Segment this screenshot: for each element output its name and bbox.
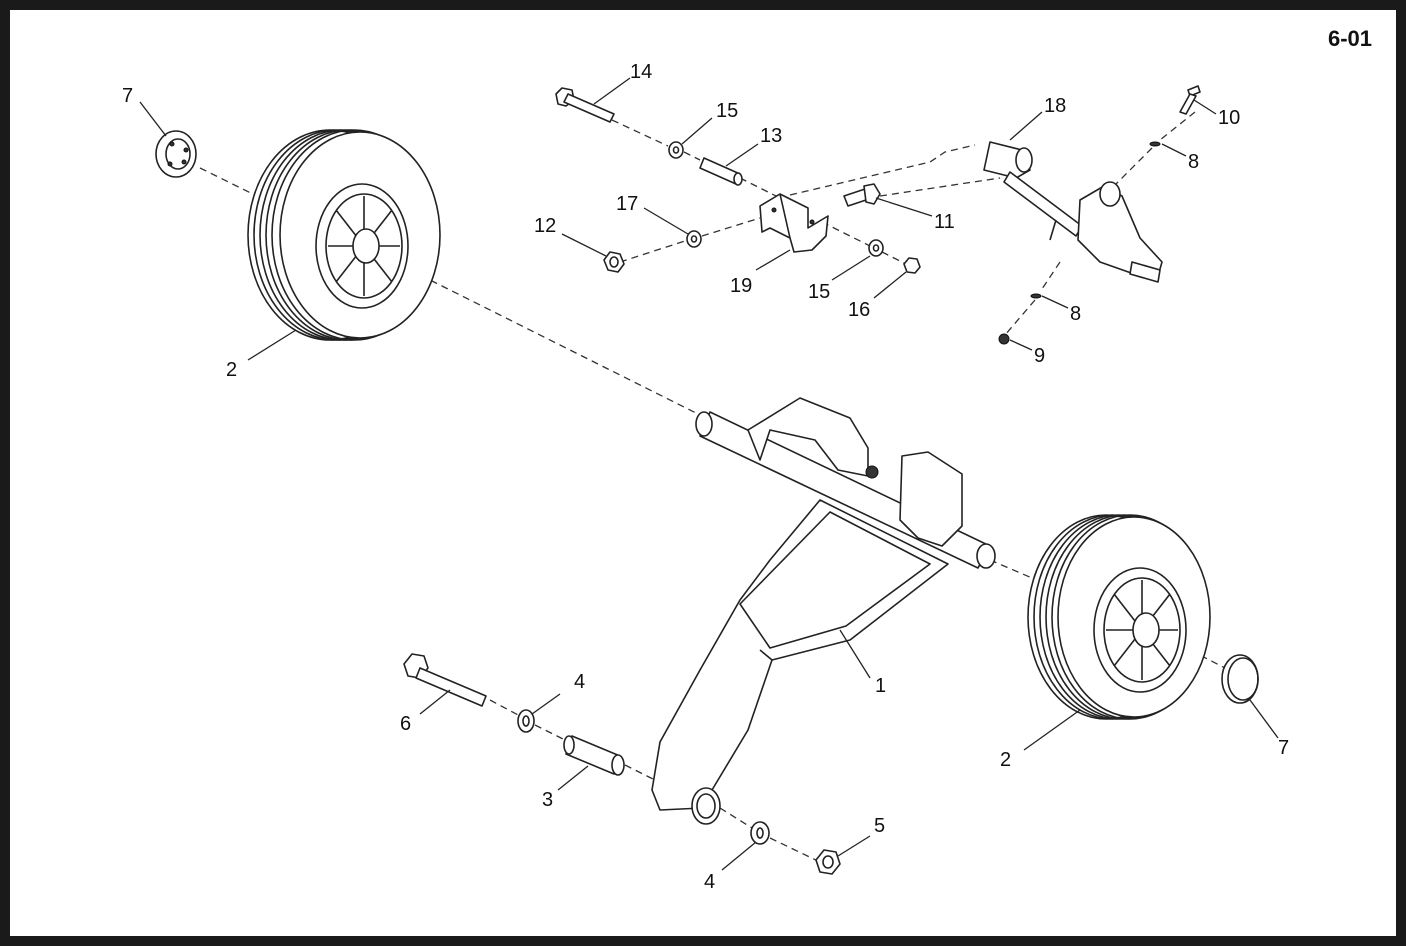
nut-16 xyxy=(903,257,921,274)
callout-2-right-wheel: 2 xyxy=(1000,749,1011,771)
callout-5-nut: 5 xyxy=(874,815,885,837)
wheel-upper-left xyxy=(247,129,441,341)
callout-13-bushing: 13 xyxy=(760,125,782,147)
callout-10-pin: 10 xyxy=(1218,107,1240,129)
callout-8-lower-clip: 8 xyxy=(1070,303,1081,325)
bushing-13 xyxy=(699,157,743,186)
pin-10 xyxy=(1179,85,1201,115)
callout-14-long-bolt: 14 xyxy=(630,61,652,83)
washer-lower xyxy=(750,821,770,845)
callout-15-top-washer: 15 xyxy=(716,100,738,122)
callout-1-frame: 1 xyxy=(875,675,886,697)
callout-12-nut: 12 xyxy=(534,215,556,237)
hub-cap-right xyxy=(1221,654,1259,704)
callout-8-upper-clip: 8 xyxy=(1188,151,1199,173)
callout-labels: 7 2 2 7 1 6 4 3 4 5 14 15 13 17 12 19 15… xyxy=(122,61,1289,893)
washer-15-lower xyxy=(868,239,884,257)
washer-upper xyxy=(517,709,535,733)
lock-nut xyxy=(815,849,841,875)
callout-7-right-cap: 7 xyxy=(1278,737,1289,759)
leader-lines xyxy=(139,77,1279,871)
linkage-arm xyxy=(983,141,1163,283)
callout-2-left-wheel: 2 xyxy=(226,359,237,381)
callout-6-bolt: 6 xyxy=(400,713,411,735)
washer-top-15 xyxy=(668,141,684,159)
callout-3-spacer: 3 xyxy=(542,789,553,811)
main-frame xyxy=(651,397,996,825)
bracket-19 xyxy=(759,193,829,253)
callout-4-upper-washer: 4 xyxy=(574,671,585,693)
callout-9-nut: 9 xyxy=(1034,345,1045,367)
callout-16-nut: 16 xyxy=(848,299,870,321)
pivot-bolt xyxy=(403,653,487,707)
spacer-tube xyxy=(563,735,625,776)
callout-7-top-left: 7 xyxy=(122,85,133,107)
clip-8-lower xyxy=(1030,293,1042,299)
washer-17 xyxy=(686,230,702,248)
callout-18-linkage: 18 xyxy=(1044,95,1066,117)
bearing-top-left xyxy=(155,130,197,178)
wheel-lower-right xyxy=(1027,514,1211,720)
callout-11-bolt: 11 xyxy=(934,211,955,233)
callout-19-bracket: 19 xyxy=(730,275,752,297)
bolt-11 xyxy=(843,183,881,207)
callout-4-lower-washer: 4 xyxy=(704,871,715,893)
page-label: 6-01 xyxy=(1328,26,1372,51)
callout-15-lower-washer: 15 xyxy=(808,281,830,303)
nut-9 xyxy=(998,333,1010,345)
nut-12 xyxy=(603,251,625,273)
clip-8-upper xyxy=(1149,141,1161,147)
long-bolt xyxy=(555,87,615,123)
callout-17-washer: 17 xyxy=(616,193,638,215)
